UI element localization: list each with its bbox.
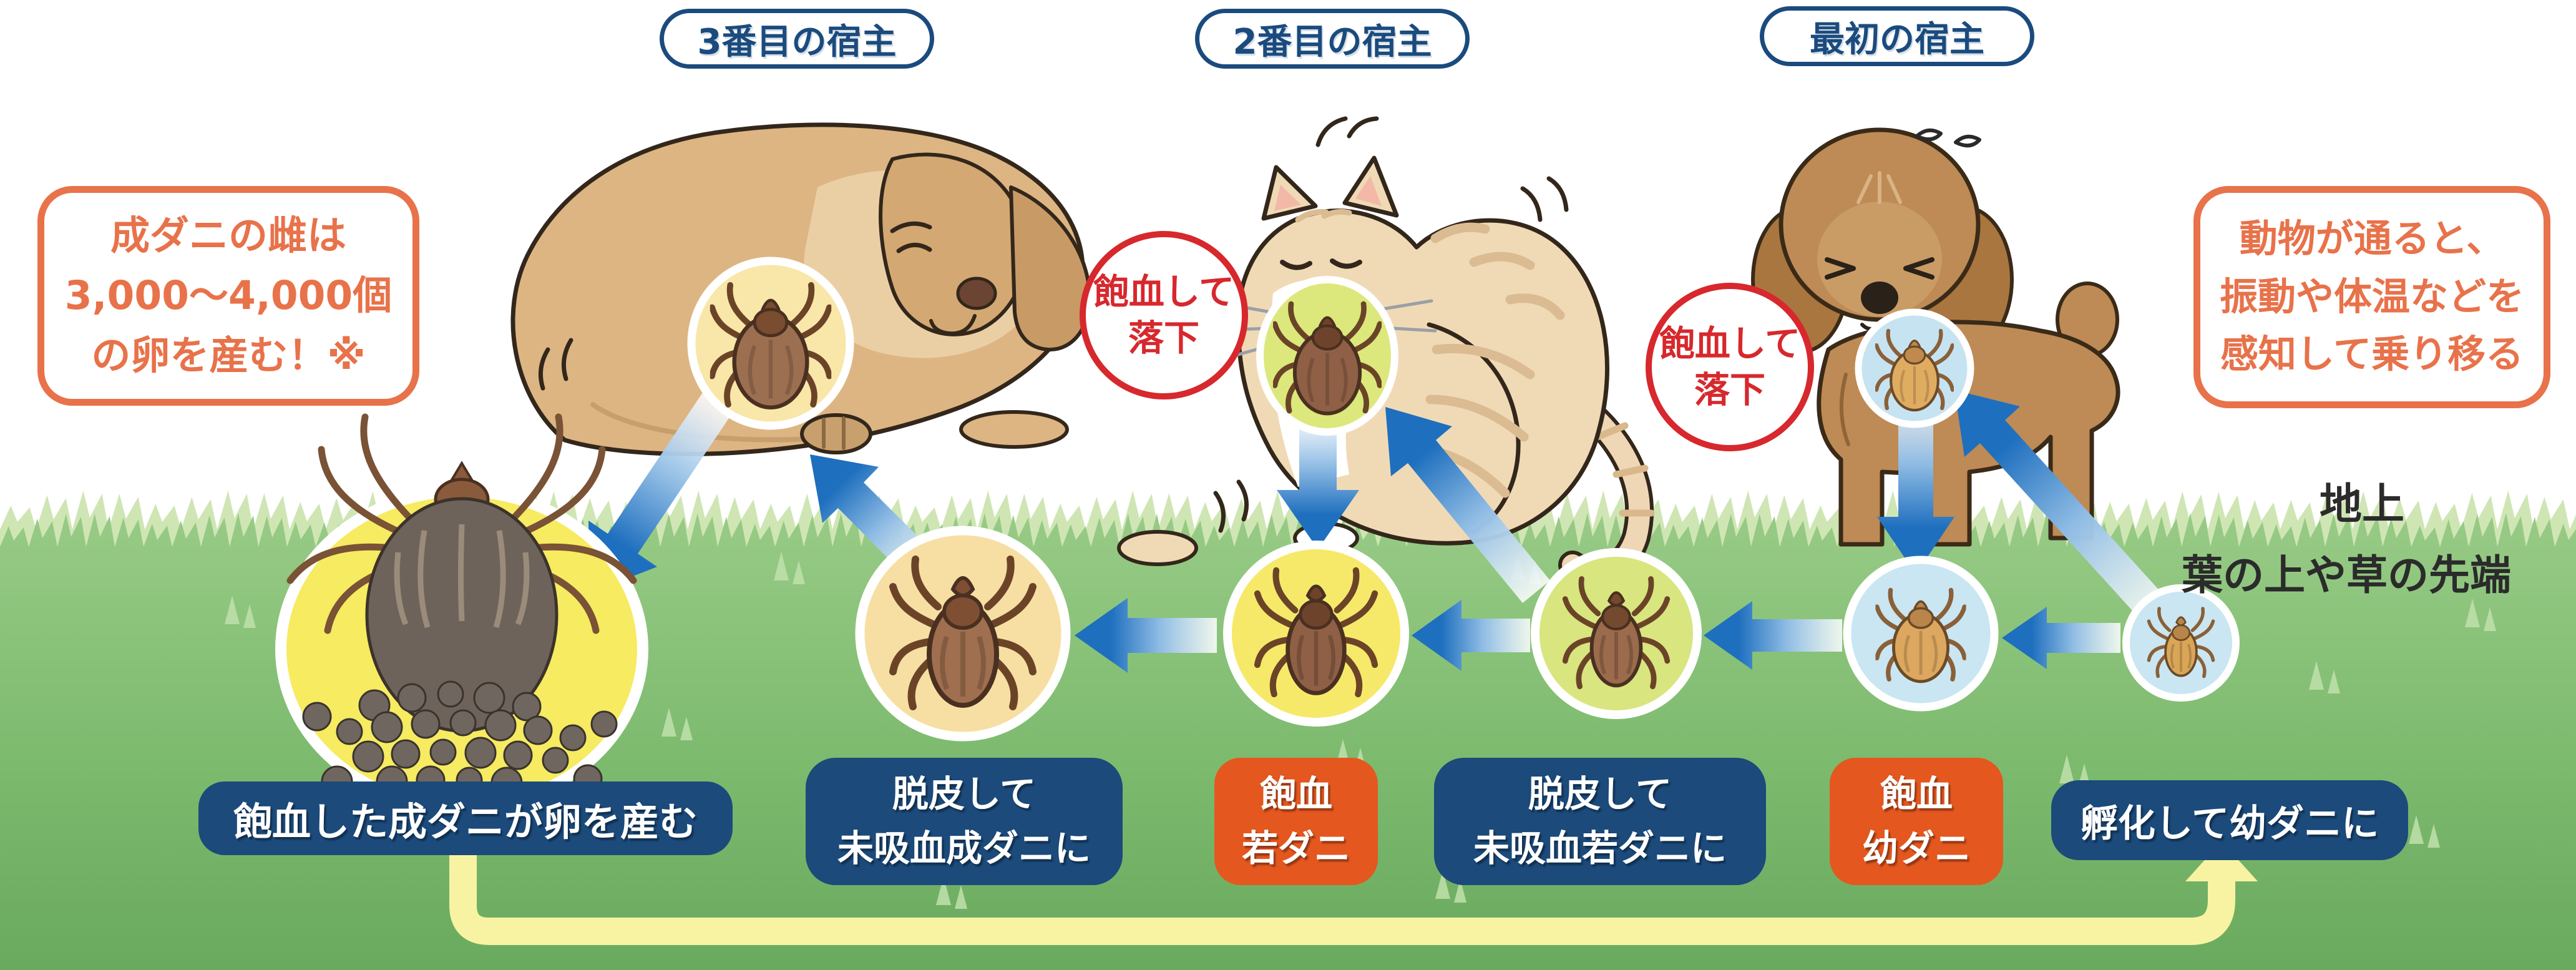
host-label-second-text: 2番目の宿主 bbox=[1232, 21, 1432, 62]
motion-marks-icon bbox=[1213, 479, 1249, 533]
arrow-icon bbox=[1412, 600, 1530, 671]
stage-molt-adult-line1: 脱皮して bbox=[892, 773, 1037, 815]
arrow-icon bbox=[588, 393, 733, 593]
stage-egg-laying-text: 飽血した成ダニが卵を産む bbox=[233, 799, 698, 845]
ground-location-text: 葉の上や草の先端 bbox=[2182, 551, 2511, 599]
arrow-icon bbox=[1385, 407, 1550, 603]
transfer-line1: 動物が通ると、 bbox=[2239, 216, 2505, 261]
stage-molt-nymph-line2: 未吸血若ダニに bbox=[1473, 827, 1727, 870]
stage-box-hatched-larva: 孵化して幼ダニに bbox=[2051, 780, 2408, 860]
stage-engorged-larva-line2: 幼ダニ bbox=[1861, 827, 1971, 870]
stage-box-egg-laying: 飽血した成ダニが卵を産む bbox=[198, 781, 733, 855]
sweat-marks-icon bbox=[1915, 128, 1981, 148]
stage-circle-engorged-larva bbox=[1843, 556, 1999, 712]
transfer-callout: 動物が通ると、 振動や体温などを 感知して乗り移る bbox=[2193, 186, 2550, 408]
egg-count-line1: 成ダニの雌は bbox=[110, 213, 346, 259]
ground-location-label: 葉の上や草の先端 bbox=[2134, 542, 2559, 602]
drop-badge-cat: 飽血して 落下 bbox=[1080, 231, 1248, 399]
ground-surface-label: 地上 bbox=[2222, 469, 2502, 531]
host-label-third-text: 3番目の宿主 bbox=[697, 21, 897, 62]
arrow-icon bbox=[1704, 601, 1842, 670]
motion-marks-icon bbox=[1315, 116, 1379, 147]
stage-molt-nymph-line1: 脱皮して bbox=[1528, 773, 1672, 815]
motion-marks-icon bbox=[538, 338, 573, 391]
host-label-second: 2番目の宿主 bbox=[1195, 9, 1470, 69]
drop-badge-poodle: 飽血して 落下 bbox=[1646, 283, 1814, 451]
tick-on-cat-circle bbox=[1256, 276, 1398, 436]
egg-count-line2: 3,000〜4,000個 bbox=[64, 273, 393, 319]
drop-badge-poodle-line2: 落下 bbox=[1694, 370, 1765, 411]
tick-on-dog-circle bbox=[687, 257, 854, 430]
tick-on-poodle-circle bbox=[1855, 308, 1974, 428]
stage-circle-engorged-nymph bbox=[1223, 541, 1409, 727]
ground-surface-text: 地上 bbox=[2319, 480, 2404, 529]
egg-count-callout: 成ダニの雌は 3,000〜4,000個 の卵を産む！※ bbox=[37, 186, 419, 406]
host-label-first: 最初の宿主 bbox=[1760, 6, 2034, 66]
dog-illustration bbox=[510, 122, 1309, 533]
lifecycle-loop-arrow bbox=[449, 841, 2258, 945]
host-label-third: 3番目の宿主 bbox=[660, 9, 934, 69]
drop-badge-cat-line1: 飽血して bbox=[1093, 271, 1235, 313]
transfer-line2: 振動や体温などを bbox=[2219, 274, 2524, 319]
stage-circle-unfed-adult bbox=[855, 526, 1071, 742]
stage-box-molt-nymph: 脱皮して 未吸血若ダニに bbox=[1434, 758, 1766, 885]
arrow-icon bbox=[1954, 390, 2169, 623]
arrow-icon bbox=[1277, 412, 1359, 549]
arrow-icon bbox=[1075, 598, 1217, 673]
stage-engorged-larva-line1: 飽血 bbox=[1880, 773, 1953, 815]
stage-engorged-nymph-line2: 若ダニ bbox=[1241, 827, 1350, 870]
drop-badge-poodle-line1: 飽血して bbox=[1659, 323, 1801, 365]
stage-box-engorged-larva: 飽血 幼ダニ bbox=[1830, 758, 2003, 885]
stage-engorged-nymph-line1: 飽血 bbox=[1259, 773, 1332, 815]
stage-circle-hatched-larva bbox=[2122, 584, 2240, 702]
stage-hatched-larva-text: 孵化して幼ダニに bbox=[2080, 801, 2379, 846]
transfer-line3: 感知して乗り移る bbox=[2220, 332, 2524, 377]
host-label-first-text: 最初の宿主 bbox=[1810, 19, 1984, 60]
arrow-icon bbox=[1877, 390, 1954, 574]
arrow-icon bbox=[2002, 607, 2120, 669]
engorged-adult-tick-icon bbox=[286, 413, 637, 733]
stage-circle-egg-laying bbox=[275, 413, 648, 813]
stage-circle-unfed-nymph bbox=[1531, 548, 1702, 719]
motion-marks-icon bbox=[1520, 176, 1569, 222]
stage-molt-adult-line2: 未吸血成ダニに bbox=[837, 827, 1091, 870]
drop-badge-cat-line2: 落下 bbox=[1128, 318, 1199, 359]
stage-box-molt-adult: 脱皮して 未吸血成ダニに bbox=[806, 758, 1123, 885]
stage-box-engorged-nymph: 飽血 若ダニ bbox=[1214, 758, 1378, 885]
egg-count-line3: の卵を産む！※ bbox=[91, 332, 366, 378]
